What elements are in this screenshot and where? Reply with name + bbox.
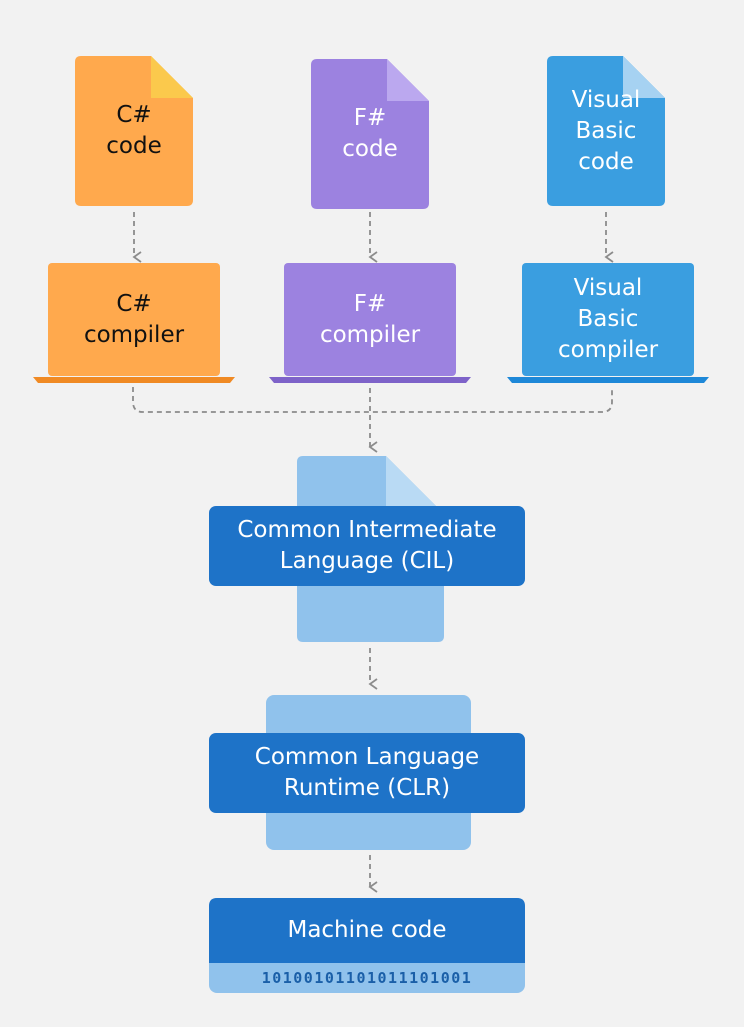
machine-code-label: Machine code [287,917,447,943]
vb-code-label: Visual Basic code [571,86,641,175]
vb-compiler-box [522,263,694,376]
fsharp-code-document-fold [387,59,429,101]
vb-compiler-box-base [507,377,709,383]
fsharp-code-label: F# code [342,105,398,162]
clr-box [209,733,525,813]
csharp-code-label: C# code [106,102,162,159]
binary-digits: 10100101101011101001 [261,969,473,987]
csharp-compiler-box-base [33,377,235,383]
cil-document-fold [386,456,444,514]
merge-connector [132,387,613,413]
csharp-code-document-fold [151,56,193,98]
cil-box [209,506,525,586]
fsharp-compiler-box-base [269,377,471,383]
fsharp-compiler-box [284,263,456,376]
fsharp-compiler-label: F# compiler [319,290,421,348]
csharp-compiler-box [48,263,220,376]
vb-compiler-label: Visual Basic compiler [557,275,659,363]
clr-label: Common Language Runtime (CLR) [254,744,480,801]
csharp-compiler-label: C# compiler [83,290,185,348]
cil-label: Common Intermediate Language (CIL) [237,517,497,574]
vb-code-document-fold [623,56,665,98]
machine-code-box [209,898,525,963]
